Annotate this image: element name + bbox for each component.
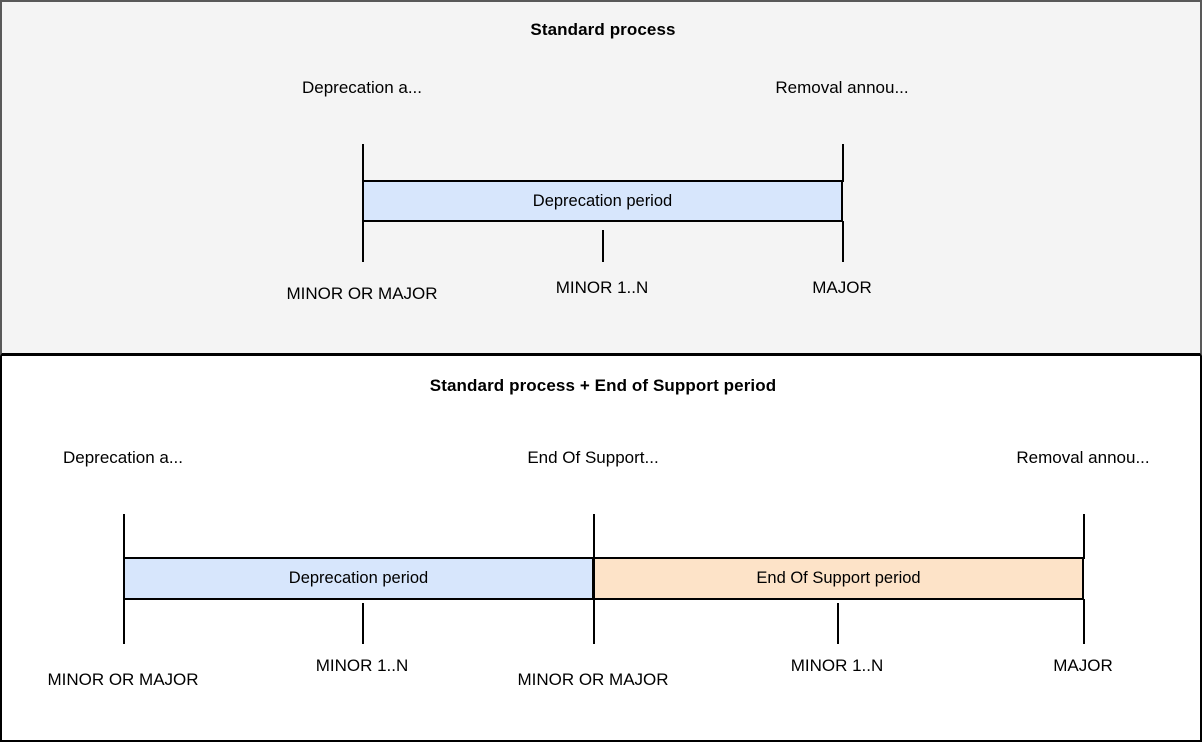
- event-label-deprecation-announcement-2: Deprecation a...: [62, 448, 184, 467]
- version-label-minor-1n-2b: MINOR 1..N: [790, 656, 884, 675]
- version-label-major-2: MAJOR: [1053, 656, 1113, 675]
- panel-standard-plus-eos: Standard process + End of Support period…: [0, 356, 1202, 742]
- tick-end-lower: [842, 221, 844, 262]
- bar-deprecation-period-2-label: Deprecation period: [288, 569, 429, 587]
- event-label-end-of-support: End Of Support...: [527, 448, 659, 467]
- version-label-minor-1n-1: MINOR 1..N: [555, 278, 649, 297]
- tick-start-lower: [362, 221, 364, 262]
- version-label-minor-or-major-1: MINOR OR MAJOR: [286, 284, 438, 303]
- tick-start-upper-2: [123, 514, 125, 559]
- version-label-minor-1n-2a: MINOR 1..N: [315, 656, 409, 675]
- panel-standard-process: Standard process Deprecation a... Remova…: [0, 0, 1202, 356]
- version-label-major-1: MAJOR: [812, 278, 872, 297]
- tick-minor-lower: [602, 230, 604, 262]
- version-label-minor-or-major-2b: MINOR OR MAJOR: [517, 670, 669, 689]
- tick-minor-lower-2b: [837, 603, 839, 644]
- tick-end-upper-2: [1083, 514, 1085, 559]
- bar-end-of-support-period-label: End Of Support period: [756, 569, 921, 587]
- bar-deprecation-period-2: Deprecation period: [123, 557, 594, 600]
- tick-start-upper: [362, 144, 364, 182]
- panel-standard-plus-eos-title: Standard process + End of Support period: [429, 376, 777, 395]
- tick-end-lower-2: [1083, 599, 1085, 644]
- tick-end-upper: [842, 144, 844, 182]
- event-label-removal-announcement-2: Removal annou...: [1016, 448, 1150, 467]
- bar-end-of-support-period: End Of Support period: [593, 557, 1084, 600]
- version-label-minor-or-major-2a: MINOR OR MAJOR: [47, 670, 199, 689]
- tick-mid-upper-2: [593, 514, 595, 559]
- tick-mid-lower-2: [593, 599, 595, 644]
- panel-standard-process-title: Standard process: [530, 20, 676, 39]
- tick-minor-lower-2a: [362, 603, 364, 644]
- bar-deprecation-period-label: Deprecation period: [532, 191, 673, 210]
- event-label-removal-announcement: Removal annou...: [775, 78, 909, 97]
- bar-deprecation-period: Deprecation period: [362, 180, 843, 222]
- tick-start-lower-2: [123, 599, 125, 644]
- event-label-deprecation-announcement: Deprecation a...: [301, 78, 423, 97]
